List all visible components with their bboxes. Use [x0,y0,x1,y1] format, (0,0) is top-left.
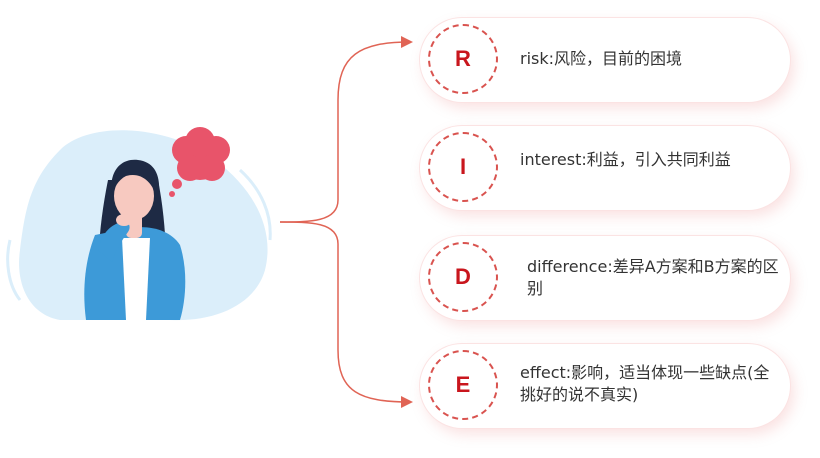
letter-badge: R [428,24,498,94]
letter-label: E [455,372,471,397]
letter-badge: E [428,350,498,420]
woman-figure-icon [6,127,272,321]
riding-card-i: I interest:利益，引入共同利益 [420,126,790,210]
brace-connector [279,36,413,408]
item-description: effect:影响，适当体现一些缺点(全挑好的说不真实) [520,363,770,404]
riding-card-r: R risk:风险，目前的困境 [420,18,790,102]
riding-card-e: E effect:影响，适当体现一些缺点(全挑好的说不真实) [420,344,790,428]
item-description: interest:利益，引入共同利益 [520,150,731,169]
letter-label: I [459,154,467,179]
item-description: difference:差异A方案和B方案的区别 [527,257,779,298]
thinking-woman-illustration [0,0,290,458]
letter-badge: I [428,132,498,202]
item-description: risk:风险，目前的困境 [520,49,683,68]
riding-card-d: D difference:差异A方案和B方案的区别 [420,236,790,320]
letter-badge: D [428,242,498,312]
thought-bubble-icon [169,127,230,197]
letter-label: D [455,264,471,289]
letter-label: R [455,46,471,71]
